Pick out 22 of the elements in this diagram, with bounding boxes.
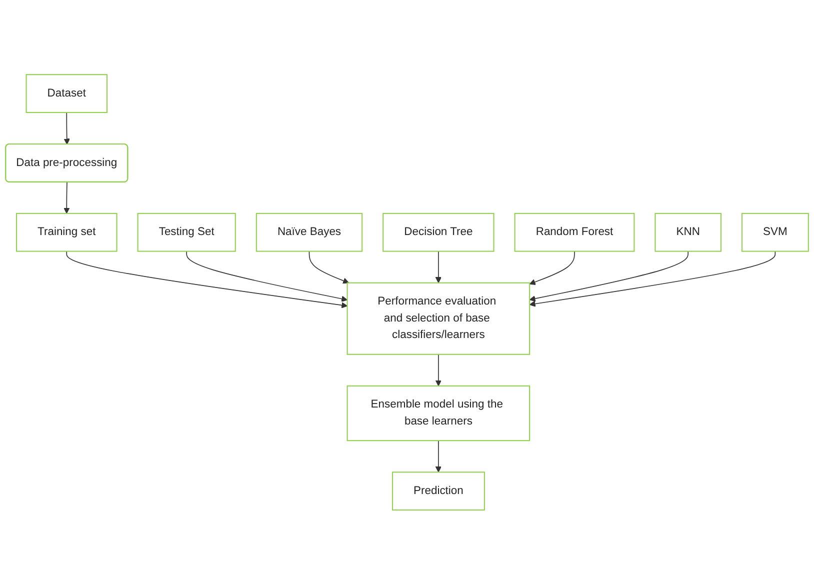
- node-box: SVM: [741, 213, 809, 252]
- arrow: [529, 251, 689, 302]
- arrow: [66, 251, 348, 308]
- arrow: [64, 112, 70, 145]
- arrow: [64, 182, 70, 214]
- arrow: [435, 354, 442, 386]
- node-box: Naïve Bayes: [256, 213, 363, 252]
- arrow: [186, 251, 348, 302]
- arrow: [435, 251, 442, 284]
- node-box: Testing Set: [137, 213, 236, 252]
- arrow: [529, 251, 776, 308]
- node-box: Decision Tree: [382, 213, 494, 252]
- node-box: Random Forest: [514, 213, 635, 252]
- arrow: [435, 440, 442, 473]
- node-box: Dataset: [26, 74, 108, 114]
- node-box: Performance evaluation and selection of base classifiers/learners: [346, 282, 530, 356]
- node-box: Training set: [16, 213, 118, 252]
- node-box: Ensemble model using the base learners: [346, 386, 530, 442]
- arrow: [308, 251, 350, 284]
- node-box: Prediction: [392, 472, 485, 511]
- node-box: KNN: [654, 213, 722, 252]
- arrow: [529, 251, 575, 286]
